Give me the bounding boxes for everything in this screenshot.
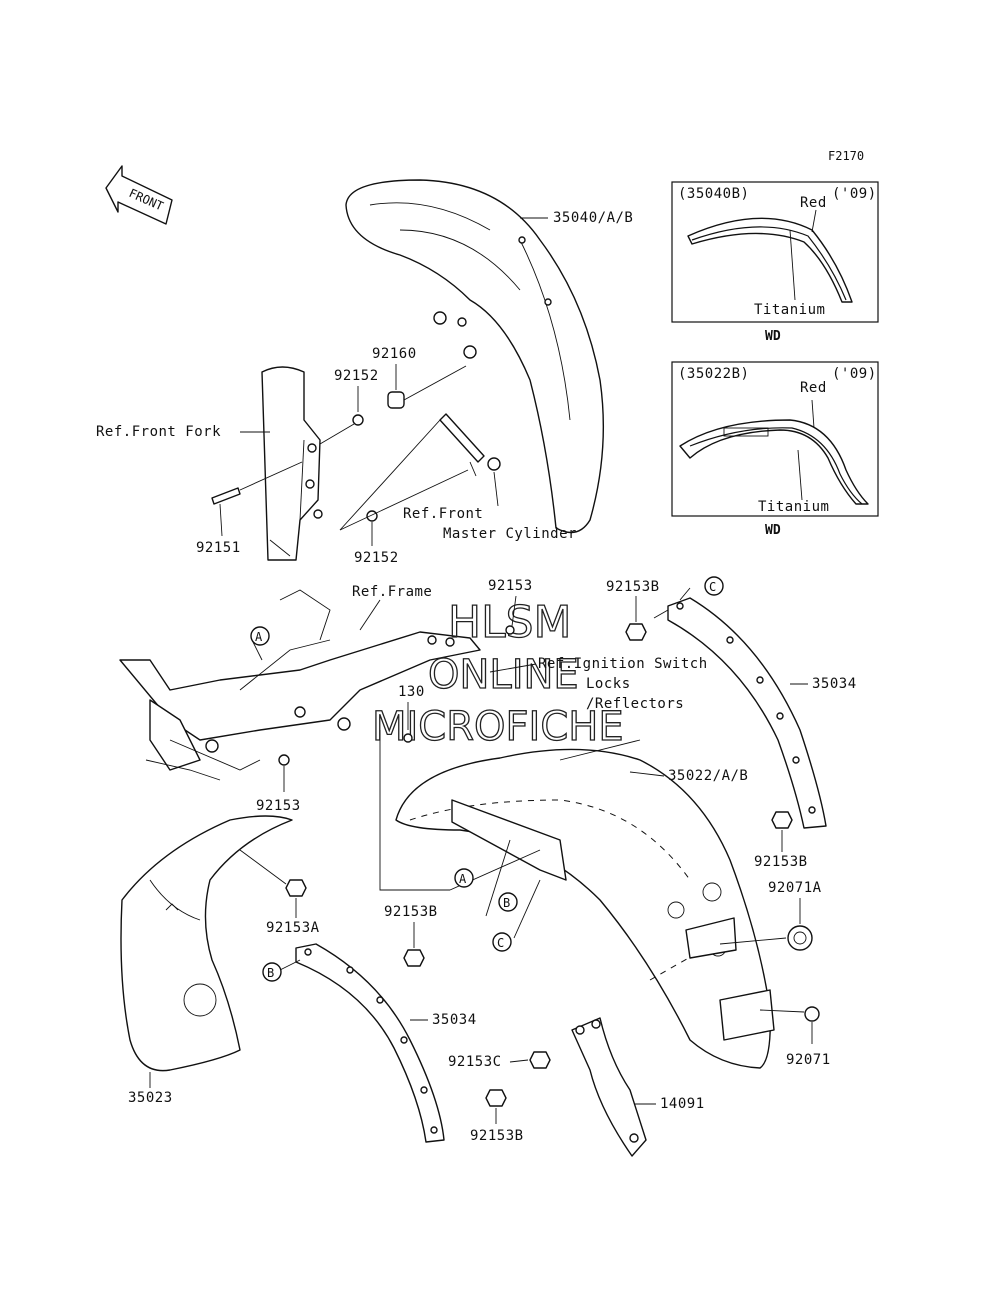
- callout-c-top: C: [704, 576, 724, 596]
- label-130: 130: [398, 684, 425, 700]
- nut-92153b-top-icon: [625, 623, 647, 641]
- svg-text:C: C: [497, 936, 504, 950]
- inset-bottom-red: Red: [800, 380, 827, 396]
- inset-top-year: ('09): [832, 186, 877, 202]
- svg-text:A: A: [255, 630, 263, 644]
- bracket-14091: [571, 1017, 647, 1157]
- svg-text:B: B: [267, 966, 274, 980]
- inset-top-code: (35040B): [678, 186, 749, 202]
- washer-92152-icon: [352, 414, 364, 426]
- bolt-130-icon: [403, 733, 413, 743]
- inset-35022b: (35022B) Red ('09) Titanium: [671, 361, 879, 517]
- callout-a-bottom: A: [454, 868, 474, 888]
- side-cover-35023: [120, 815, 293, 1072]
- label-92071: 92071: [786, 1052, 831, 1068]
- inset-bottom-code: (35022B): [678, 366, 749, 382]
- label-ref-front: Ref.Front: [403, 506, 483, 522]
- front-arrow-icon: FRONT: [105, 165, 173, 225]
- bolt-92151-icon: [211, 461, 303, 505]
- callout-c-bottom: C: [492, 932, 512, 952]
- nut-92153b-right-icon: [771, 811, 793, 829]
- watermark-line3: MICROFICHE: [372, 704, 624, 750]
- label-92153b-right: 92153B: [754, 854, 808, 870]
- grommet-92071-icon: [804, 1006, 820, 1022]
- rear-fender: [395, 739, 775, 1069]
- inset-top-titanium: Titanium: [754, 302, 825, 318]
- strut-35034-top: [667, 597, 827, 829]
- inset-35040b: (35040B) Red ('09) Titanium: [671, 181, 879, 323]
- nut-92153b-mid-icon: [403, 949, 425, 967]
- inset-top-wd: WD: [765, 329, 781, 344]
- label-35023: 35023: [128, 1090, 173, 1106]
- svg-text:C: C: [709, 580, 716, 594]
- label-92153-top: 92153: [488, 578, 533, 594]
- washer-92152-b-icon: [366, 510, 378, 522]
- label-92153b-bottom: 92153B: [470, 1128, 524, 1144]
- label-35034-bottom: 35034: [432, 1012, 477, 1028]
- inset-bottom-year: ('09): [832, 366, 877, 382]
- nut-92153c-icon: [529, 1051, 551, 1069]
- label-92152-a: 92152: [334, 368, 379, 384]
- figure-code: F2170: [828, 149, 864, 163]
- label-ref-reflectors: /Reflectors: [586, 696, 684, 712]
- label-ref-master-cylinder: Master Cylinder: [443, 526, 577, 542]
- inset-bottom-wd: WD: [765, 523, 781, 538]
- inset-bottom-titanium: Titanium: [758, 499, 829, 515]
- inset-top-red: Red: [800, 195, 827, 211]
- label-ref-ignition: Ref.Ignition Switch: [538, 656, 708, 672]
- label-92153b-mid: 92153B: [384, 904, 438, 920]
- watermark-line1: HLSM: [448, 597, 572, 648]
- spacer-92160-icon: [387, 391, 405, 409]
- front-fork: [261, 366, 323, 561]
- nut-92153b-bottom-icon: [485, 1089, 507, 1107]
- hose-clamp: [439, 413, 501, 477]
- callout-b-left: B: [262, 962, 282, 982]
- svg-text:B: B: [503, 896, 510, 910]
- watermark: HLSM ONLINE MICROFICHE: [371, 596, 624, 750]
- label-92152-b: 92152: [354, 550, 399, 566]
- bolt-92153-top-icon: [505, 625, 515, 635]
- label-14091: 14091: [660, 1096, 705, 1112]
- bolt-92153a-icon: [285, 879, 307, 897]
- watermark-line2: ONLINE: [428, 652, 579, 698]
- label-92160: 92160: [372, 346, 417, 362]
- label-ref-front-fork: Ref.Front Fork: [96, 424, 221, 440]
- label-35040: 35040/A/B: [553, 210, 633, 226]
- label-35022: 35022/A/B: [668, 768, 748, 784]
- label-92153-left: 92153: [256, 798, 301, 814]
- callout-b-right: B: [498, 892, 518, 912]
- label-ref-frame: Ref.Frame: [352, 584, 432, 600]
- label-35034-top: 35034: [812, 676, 857, 692]
- label-92153A: 92153A: [266, 920, 320, 936]
- label-92151: 92151: [196, 540, 241, 556]
- strut-35034-bottom: [295, 943, 445, 1143]
- label-92153c: 92153C: [448, 1054, 502, 1070]
- callout-a-top: A: [250, 626, 270, 646]
- label-92071a: 92071A: [768, 880, 822, 896]
- label-ref-locks: Locks: [586, 676, 631, 692]
- svg-text:A: A: [459, 872, 467, 886]
- label-92153b-top: 92153B: [606, 579, 660, 595]
- front-fender: [345, 179, 605, 534]
- frame: [119, 589, 481, 781]
- grommet-92071a-icon: [787, 925, 813, 951]
- bolt-92153-left-icon: [278, 754, 290, 766]
